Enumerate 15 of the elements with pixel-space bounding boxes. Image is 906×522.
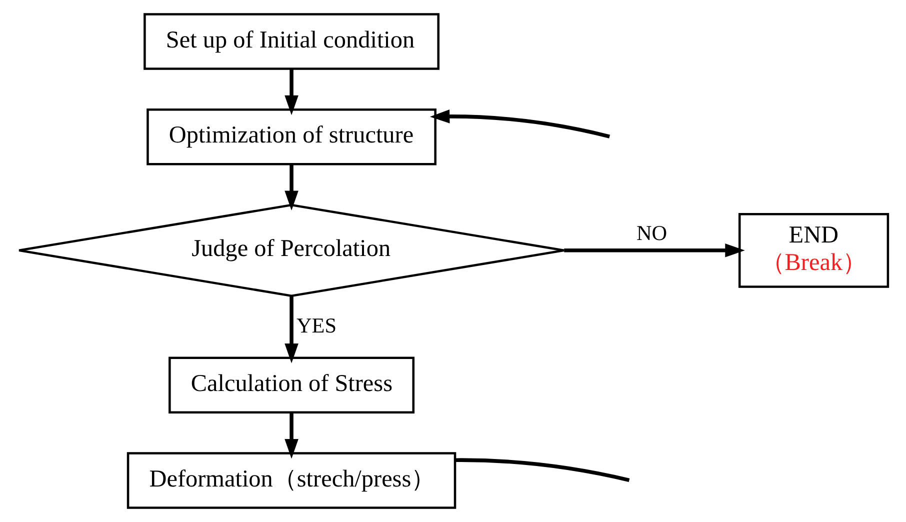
- arrow: [284, 296, 298, 364]
- arrow: [564, 244, 744, 258]
- node-diamond: Judge of Percolation: [17, 204, 565, 297]
- arrow: [284, 412, 298, 459]
- edge-label: YES: [296, 313, 336, 338]
- edge-label: NO: [636, 221, 667, 246]
- node-box: Calculation of Stress: [168, 356, 414, 414]
- connector: [454, 458, 630, 482]
- node-box: Deformation（strech/press）: [126, 452, 456, 509]
- node-box: Set up of Initial condition: [143, 13, 439, 70]
- arrow: [429, 110, 610, 138]
- arrow: [284, 69, 298, 116]
- node-box: Optimization of structure: [146, 108, 436, 166]
- node-box: END （Break）: [738, 212, 889, 288]
- arrow: [284, 164, 298, 210]
